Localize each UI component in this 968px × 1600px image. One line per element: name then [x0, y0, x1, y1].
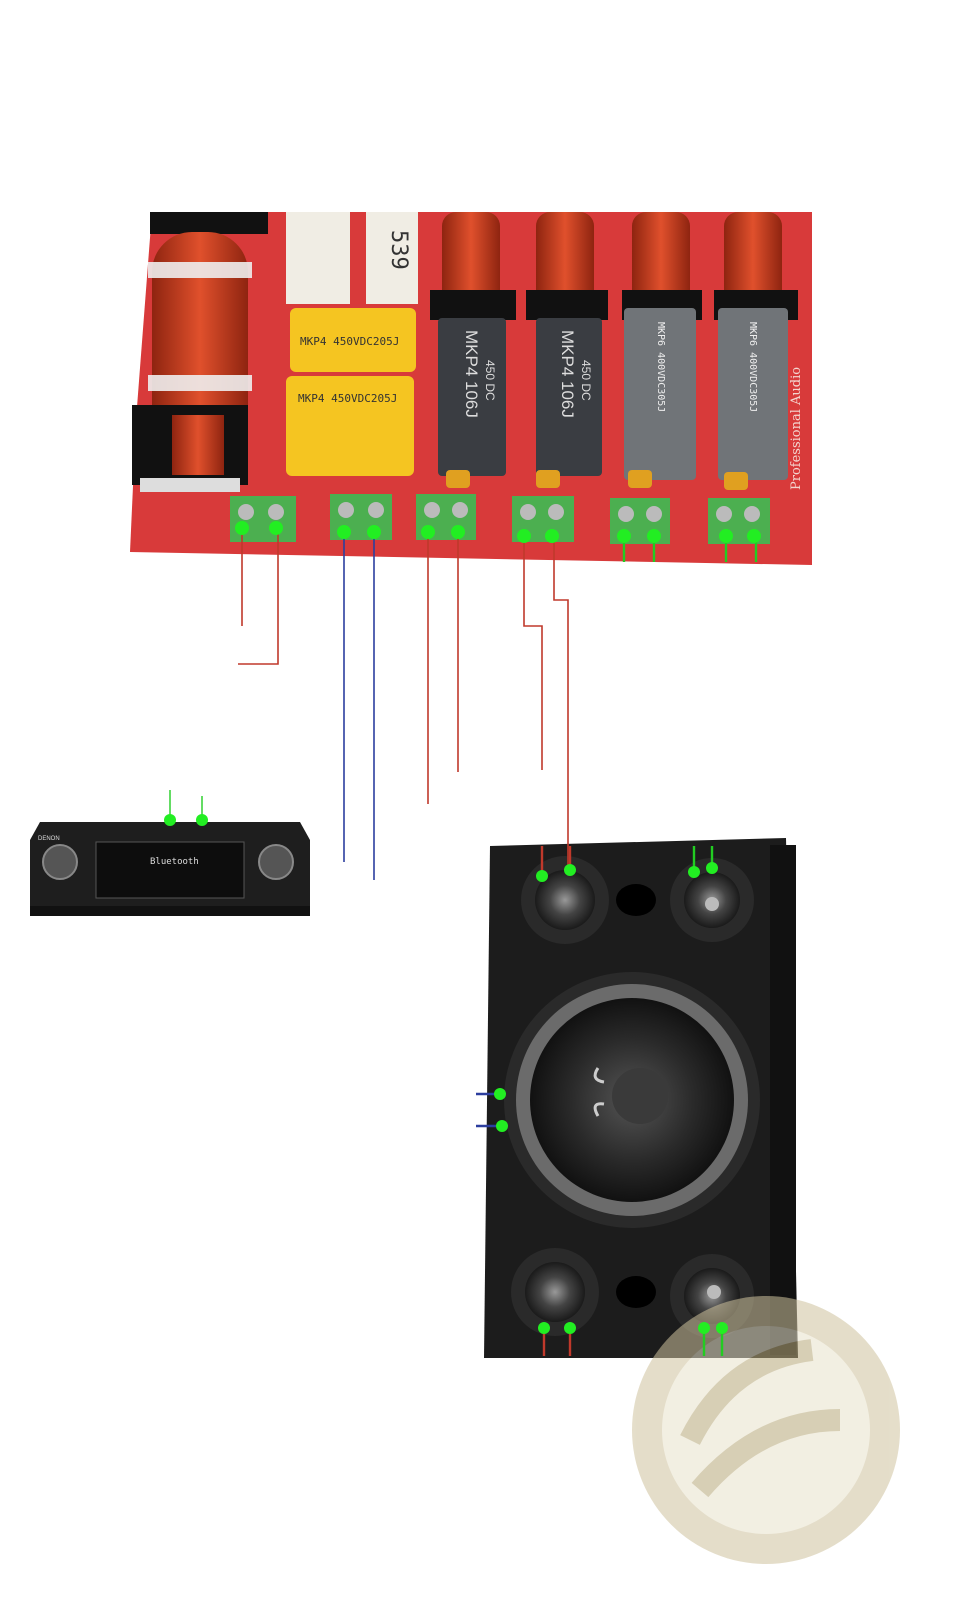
terminal-input — [230, 496, 296, 542]
inductor-4 — [724, 212, 782, 304]
resistor-label: 539 — [386, 230, 411, 270]
midrange-bottom — [511, 1248, 599, 1336]
wire-mid2-pos — [553, 534, 569, 872]
volume-knob-left — [42, 844, 78, 880]
connection-dots — [164, 521, 761, 1334]
board-text: Professional Audio — [789, 367, 804, 490]
amp-display — [95, 841, 245, 899]
capacitor-black-2-label: MKP4 106J — [558, 330, 577, 418]
amplifier: Bluetooth DENON — [30, 822, 310, 916]
resistor-2 — [366, 212, 418, 304]
inductor-3 — [632, 212, 690, 304]
capacitor-grey-2 — [718, 308, 788, 480]
capacitor-black-1 — [438, 318, 506, 476]
tweeter-top — [670, 858, 754, 942]
capacitor-black-2-rating: 450 DC — [579, 360, 593, 401]
capacitor-yellow-1-label: MKP4 450VDC205J — [300, 335, 399, 348]
terminal-blocks — [230, 494, 770, 544]
capacitor-grey-1 — [624, 308, 696, 480]
amp-display-text: Bluetooth — [150, 857, 199, 867]
volume-knob-right — [258, 844, 294, 880]
amp-brand: DENON — [38, 836, 60, 842]
speaker-cabinet — [484, 838, 798, 1358]
wire-input-pos — [238, 534, 279, 665]
capacitor-yellow-2-label: MKP4 450VDC205J — [298, 392, 397, 405]
capacitor-grey-2-label: MKP6 400VDC305J — [747, 322, 758, 412]
wire-mid2-neg — [523, 534, 543, 770]
capacitor-black-1-label: MKP4 106J — [462, 330, 481, 418]
inductor-2 — [536, 212, 594, 304]
inductor-row — [430, 212, 798, 320]
inductor-large — [132, 212, 268, 492]
trimmer-row — [446, 470, 748, 490]
capacitor-black-2 — [536, 318, 602, 476]
watermark-logo — [632, 1296, 900, 1564]
woofer — [504, 972, 760, 1228]
capacitor-black-1-rating: 450 DC — [483, 360, 497, 401]
resistor-1 — [286, 212, 350, 304]
capacitor-yellow-2 — [286, 376, 414, 476]
crossover-board: 539 MKP4 450VDC205J MKP4 450VDC205J MKP4… — [130, 212, 812, 565]
capacitor-yellow-1 — [290, 308, 416, 372]
capacitor-grey-1-label: MKP6 400VDC305J — [655, 322, 666, 412]
inductor-1 — [442, 212, 500, 304]
